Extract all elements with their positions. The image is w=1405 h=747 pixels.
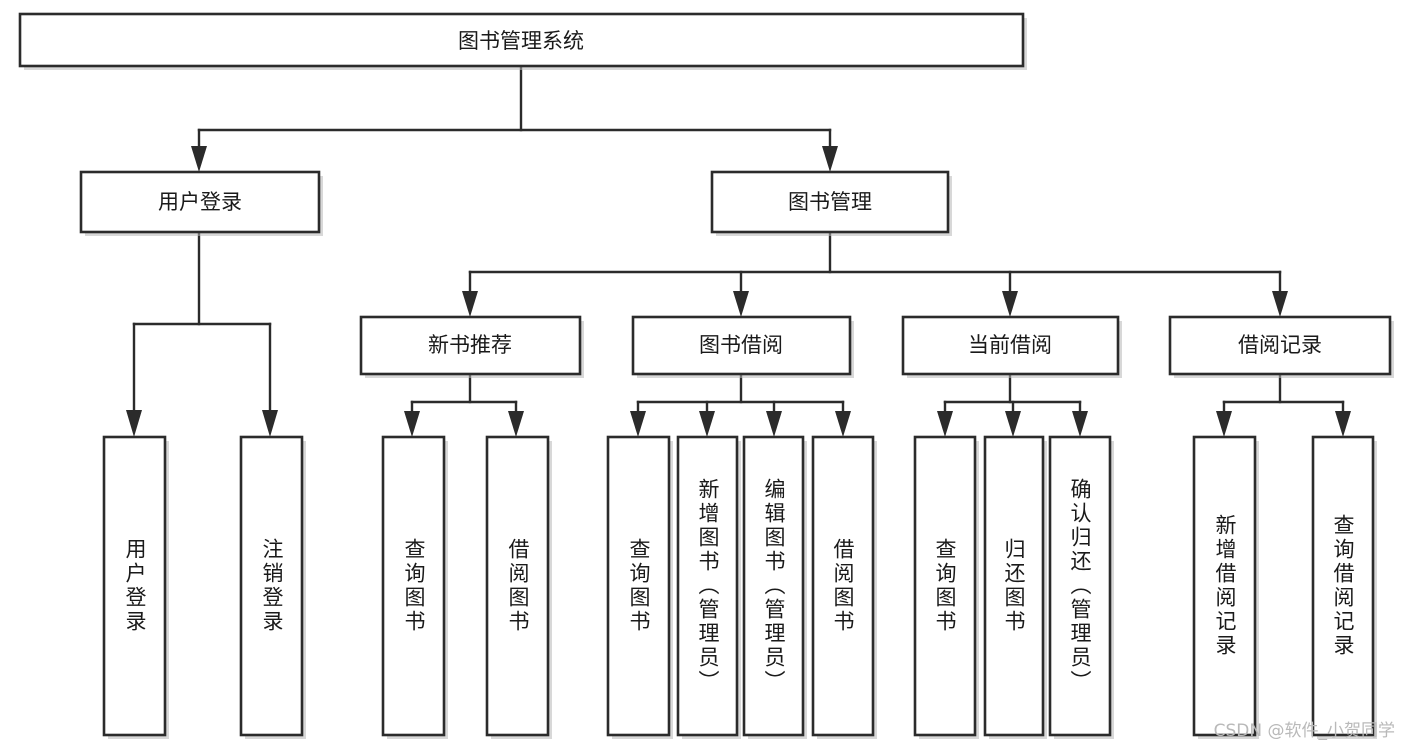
arrow-to-leaf-add-book	[699, 411, 715, 437]
edges-layer	[126, 64, 1351, 437]
node-current-borrow[interactable]: 当前借阅	[901, 315, 1122, 378]
arrow-to-current-borrow	[1002, 291, 1018, 317]
book-borrow-box[interactable]	[631, 315, 852, 376]
node-leaf-edit-book[interactable]: 编辑图书（管理员）	[742, 435, 807, 739]
leaf-query-book-1-box[interactable]	[381, 435, 446, 737]
leaf-return-book-label: 归还图书	[1002, 538, 1026, 634]
new-book-recommend-box[interactable]	[359, 315, 582, 376]
node-new-book-recommend[interactable]: 新书推荐	[359, 315, 584, 378]
arrow-to-leaf-user-login	[126, 410, 142, 437]
leaf-query-book-1-label: 查询图书	[402, 538, 426, 634]
node-leaf-confirm-return[interactable]: 确认归还（管理员）	[1048, 435, 1114, 739]
leaf-borrow-book-2-label: 借阅图书	[831, 538, 855, 634]
arrow-to-leaf-borrow-book-2	[835, 411, 851, 437]
node-leaf-borrow-book-1[interactable]: 借阅图书	[485, 435, 552, 739]
arrow-to-leaf-return-book	[1005, 411, 1021, 437]
leaf-edit-book-box[interactable]	[742, 435, 805, 737]
leaf-add-record-box[interactable]	[1192, 435, 1257, 737]
user-login-box[interactable]	[79, 170, 321, 234]
leaf-edit-book-label: 编辑图书（管理员）	[762, 478, 786, 694]
node-leaf-query-book-3[interactable]: 查询图书	[913, 435, 979, 739]
leaf-user-login-box[interactable]	[102, 435, 167, 737]
arrow-to-new-book-recommend	[462, 291, 478, 317]
node-root[interactable]: 图书管理系统	[18, 12, 1027, 70]
leaf-user-login-label: 用户登录	[123, 538, 147, 634]
node-borrow-record[interactable]: 借阅记录	[1168, 315, 1394, 378]
leaf-borrow-book-1-box[interactable]	[485, 435, 550, 737]
leaf-logout-box[interactable]	[239, 435, 304, 737]
root-box[interactable]	[18, 12, 1025, 68]
arrow-to-leaf-logout	[262, 410, 278, 437]
arrow-to-borrow-record	[1272, 291, 1288, 317]
node-leaf-query-book-2[interactable]: 查询图书	[606, 435, 673, 739]
node-leaf-borrow-book-2[interactable]: 借阅图书	[811, 435, 877, 739]
node-leaf-add-book[interactable]: 新增图书（管理员）	[676, 435, 741, 739]
csdn-watermark: CSDN @软件_小贺同学	[1213, 721, 1395, 741]
arrow-to-user-login	[191, 146, 207, 172]
leaf-query-book-2-label: 查询图书	[627, 538, 651, 634]
leaf-query-book-2-box[interactable]	[606, 435, 671, 737]
arrow-to-leaf-confirm-return	[1072, 411, 1088, 437]
leaf-confirm-return-label: 确认归还（管理员）	[1068, 478, 1092, 694]
node-leaf-user-login[interactable]: 用户登录	[102, 435, 169, 739]
arrow-to-leaf-query-book-1	[404, 411, 420, 437]
current-borrow-box[interactable]	[901, 315, 1120, 376]
arrow-to-leaf-query-record	[1335, 411, 1351, 437]
arrow-to-book-borrow	[733, 291, 749, 317]
leaf-query-record-box[interactable]	[1311, 435, 1375, 737]
leaf-confirm-return-box[interactable]	[1048, 435, 1112, 737]
user-login-label: 用户登录	[158, 190, 242, 214]
leaf-query-record-label: 查询借阅记录	[1331, 514, 1355, 658]
node-book-management[interactable]: 图书管理	[710, 170, 952, 236]
book-management-label: 图书管理	[788, 190, 872, 214]
root-label: 图书管理系统	[458, 29, 584, 53]
leaf-add-book-box[interactable]	[676, 435, 739, 737]
node-user-login[interactable]: 用户登录	[79, 170, 323, 236]
current-borrow-label: 当前借阅	[968, 333, 1052, 357]
leaf-query-book-3-box[interactable]	[913, 435, 977, 737]
arrow-to-leaf-edit-book	[766, 411, 782, 437]
leaf-borrow-book-2-box[interactable]	[811, 435, 875, 737]
arrow-to-book-management	[822, 146, 838, 172]
book-borrow-label: 图书借阅	[699, 333, 783, 357]
leaf-add-book-label: 新增图书（管理员）	[696, 478, 720, 694]
arrow-to-leaf-borrow-book-1	[508, 411, 524, 437]
leaf-borrow-book-1-label: 借阅图书	[506, 538, 530, 634]
node-leaf-return-book[interactable]: 归还图书	[983, 435, 1047, 739]
node-leaf-add-record[interactable]: 新增借阅记录	[1192, 435, 1259, 739]
node-leaf-query-record[interactable]: 查询借阅记录	[1311, 435, 1377, 739]
book-management-box[interactable]	[710, 170, 950, 234]
arrow-to-leaf-add-record	[1216, 411, 1232, 437]
node-book-borrow[interactable]: 图书借阅	[631, 315, 854, 378]
leaf-add-record-label: 新增借阅记录	[1213, 514, 1237, 658]
node-leaf-query-book-1[interactable]: 查询图书	[381, 435, 448, 739]
borrow-record-box[interactable]	[1168, 315, 1392, 376]
new-book-recommend-label: 新书推荐	[428, 333, 512, 357]
arrow-to-leaf-query-book-3	[937, 411, 953, 437]
leaf-logout-label: 注销登录	[260, 538, 284, 634]
node-leaf-logout[interactable]: 注销登录	[239, 435, 306, 739]
arrow-to-leaf-query-book-2	[630, 411, 646, 437]
borrow-record-label: 借阅记录	[1238, 333, 1322, 357]
leaf-query-book-3-label: 查询图书	[933, 538, 957, 634]
leaf-return-book-box[interactable]	[983, 435, 1045, 737]
